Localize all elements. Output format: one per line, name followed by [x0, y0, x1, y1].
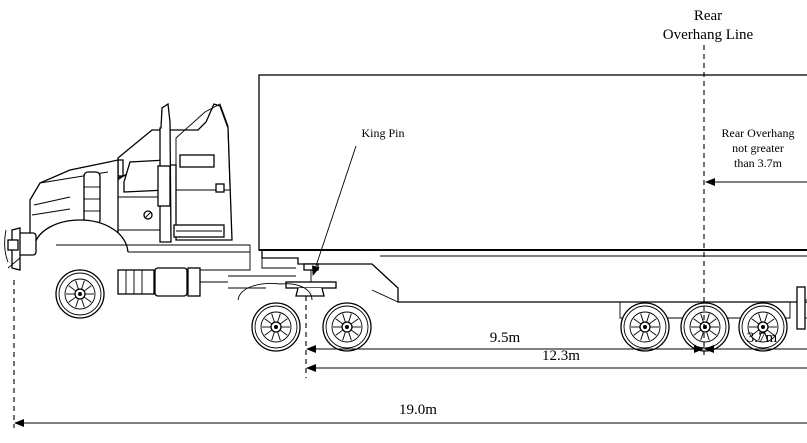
rear-overhang-note-3: than 3.7m	[734, 156, 783, 170]
rear-overhang-line-label-2: Overhang Line	[663, 27, 754, 43]
tractor-frame	[56, 244, 313, 301]
dimension-label-19-0: 19.0m	[399, 402, 437, 418]
tractor-cab	[117, 102, 233, 243]
wheel	[322, 302, 372, 352]
wheel	[680, 302, 730, 352]
wheel	[55, 269, 105, 319]
fifth-wheel	[285, 263, 337, 297]
dimension-overall-length: 19.0m	[14, 402, 807, 427]
dimension-kingpin-to-rear: 12.3m	[306, 348, 807, 372]
wheel	[251, 302, 301, 352]
wheel	[620, 302, 670, 352]
wheels	[55, 269, 788, 352]
dimension-kingpin-to-overhang: 9.5m	[306, 330, 704, 353]
king-pin-label: King Pin	[361, 126, 404, 140]
rear-overhang-note-2: not greater	[732, 141, 784, 155]
rear-overhang-line-label-1: Rear	[694, 8, 722, 24]
dimension-label-12-3: 12.3m	[542, 348, 580, 364]
king-pin-pointer	[312, 145, 357, 276]
rear-overhang-note-1: Rear Overhang	[722, 126, 795, 140]
dimension-label-3-7: 3.7m	[747, 330, 778, 346]
wheel	[738, 302, 788, 352]
tractor-hood	[4, 159, 129, 271]
trailer-box	[258, 74, 807, 257]
dimension-rear-overhang: 3.7m	[704, 330, 807, 353]
dimension-label-9-5: 9.5m	[490, 330, 521, 346]
